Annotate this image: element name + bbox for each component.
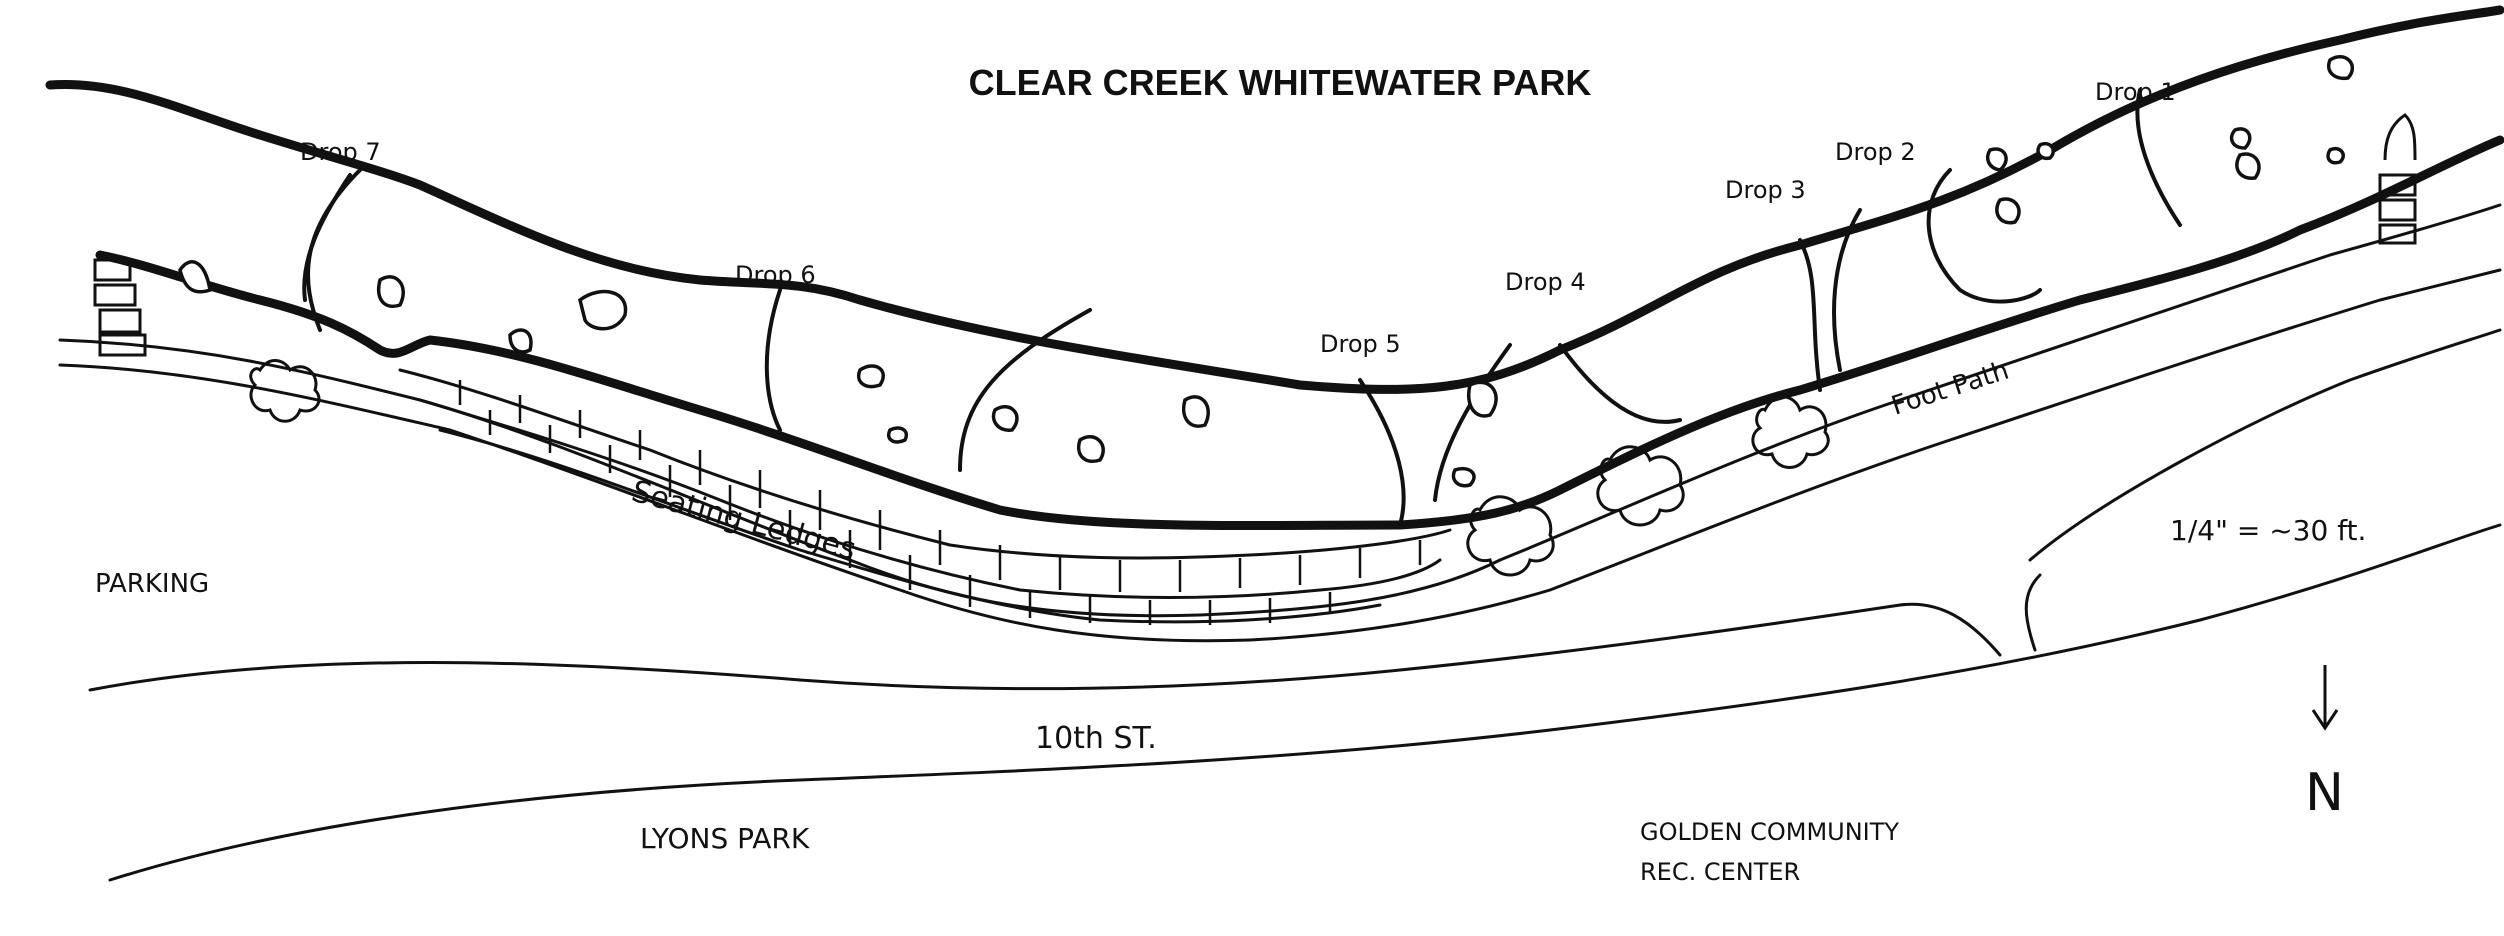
street-south-curb: [108, 523, 2502, 882]
parking-label: PARKING: [95, 569, 209, 599]
drop-label-3: Drop 3: [1725, 176, 1806, 204]
shrubs: [249, 359, 1830, 577]
north-label: N: [2305, 763, 2344, 823]
south-bank: [95, 135, 2504, 531]
north-arrow-icon: [2311, 665, 2339, 731]
side-road: [2028, 328, 2502, 562]
foot-path-label: Foot Path: [1888, 356, 2013, 422]
street-label: 10th ST.: [1035, 721, 1157, 756]
lyons-park-label: LYONS PARK: [640, 822, 810, 855]
rocks: [178, 55, 2355, 488]
map-title: CLEAR CREEK WHITEWATER PARK: [969, 62, 1592, 103]
rec-center-label-line1: GOLDEN COMMUNITY: [1640, 818, 1899, 846]
seating-ledges-label: Seating Ledges: [628, 474, 860, 567]
north-bank: [45, 5, 2504, 394]
drop-lines: [302, 88, 2182, 527]
drop-label-1: Drop 1: [2095, 78, 2176, 106]
drop-label-2: Drop 2: [1835, 138, 1916, 166]
step-blocks: [93, 113, 2417, 357]
seating-ledge-blocks: [398, 368, 1452, 625]
drop-label-6: Drop 6: [735, 261, 816, 289]
scale-label: 1/4" = ~30 ft.: [2170, 514, 2366, 547]
side-road-curb: [2024, 573, 2042, 652]
drop-label-4: Drop 4: [1505, 268, 1586, 296]
drop-label-5: Drop 5: [1320, 330, 1401, 358]
drop-label-7: Drop 7: [300, 138, 381, 166]
rec-center-label-line2: REC. CENTER: [1640, 858, 1800, 886]
path-line: [58, 268, 2502, 643]
street-north-curb: [88, 602, 2002, 692]
